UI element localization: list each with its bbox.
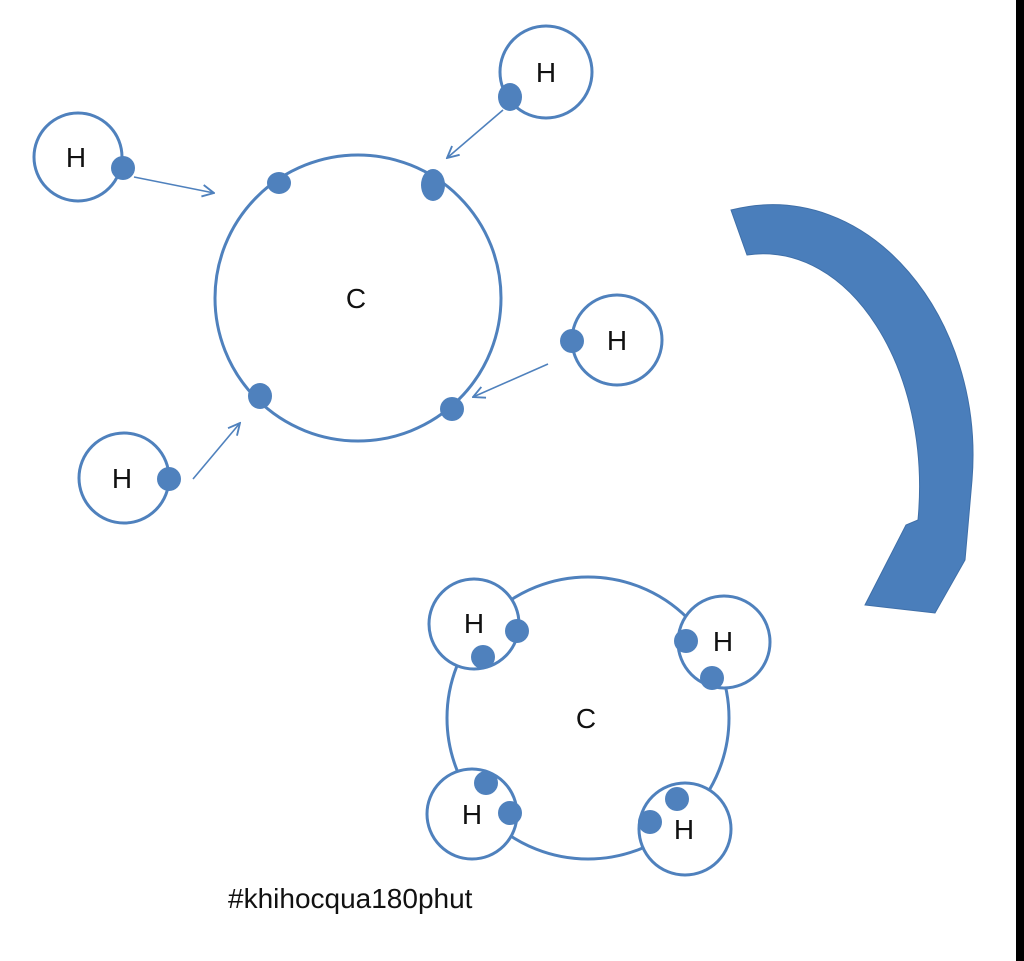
- bonded-hydrogen-top-left: H: [427, 577, 529, 671]
- hydrogen-label: H: [66, 142, 86, 173]
- shared-electron: [474, 771, 498, 795]
- hydrogen-label: H: [674, 814, 694, 845]
- hydrogen-atom-mid-right: H: [473, 293, 664, 397]
- hydrogen-label: H: [713, 626, 733, 657]
- bonded-hydrogen-top-right: H: [674, 594, 772, 690]
- bond-arrow: [192, 423, 240, 480]
- hydrogen-label: H: [607, 325, 627, 356]
- carbon-label-top: C: [346, 283, 366, 314]
- carbon-electron: [267, 172, 291, 194]
- hydrogen-label: H: [112, 463, 132, 494]
- right-edge-border: [1016, 0, 1024, 961]
- hydrogen-atom-top-right: H: [447, 24, 594, 158]
- hydrogen-shell: [498, 24, 594, 120]
- hydrogen-shell: [637, 781, 733, 877]
- hydrogen-atom-bottom-left: H: [77, 423, 240, 525]
- hydrogen-electron: [157, 467, 181, 491]
- bonded-hydrogen-bottom-left: H: [425, 767, 522, 861]
- carbon-shell-bottom: [445, 575, 731, 861]
- hashtag-caption: #khihocqua180phut: [228, 883, 473, 914]
- shared-electron: [498, 801, 522, 825]
- bond-arrow: [473, 363, 549, 397]
- hydrogen-electron: [560, 329, 584, 353]
- shared-electron: [674, 629, 698, 653]
- curved-transition-arrow: [730, 204, 974, 614]
- shared-electron: [505, 619, 529, 643]
- shared-electron: [471, 645, 495, 669]
- methane-molecule: C H H H H: [425, 575, 772, 877]
- carbon-electron: [248, 383, 272, 409]
- shared-electron: [665, 787, 689, 811]
- shared-electron: [700, 666, 724, 690]
- hydrogen-label: H: [462, 799, 482, 830]
- carbon-electron: [421, 169, 445, 201]
- carbon-atom-top: C: [213, 153, 503, 443]
- hydrogen-label: H: [464, 608, 484, 639]
- hydrogen-electron: [111, 156, 135, 180]
- bond-arrow: [133, 176, 214, 193]
- hydrogen-atom-top-left: H: [32, 111, 214, 203]
- bonded-hydrogen-bottom-right: H: [637, 781, 733, 877]
- hydrogen-label: H: [536, 57, 556, 88]
- carbon-shell-top: [213, 153, 503, 443]
- hydrogen-electron: [498, 83, 522, 111]
- bond-arrow: [447, 109, 504, 158]
- carbon-electron: [440, 397, 464, 421]
- carbon-label-bottom: C: [576, 703, 596, 734]
- shared-electron: [638, 810, 662, 834]
